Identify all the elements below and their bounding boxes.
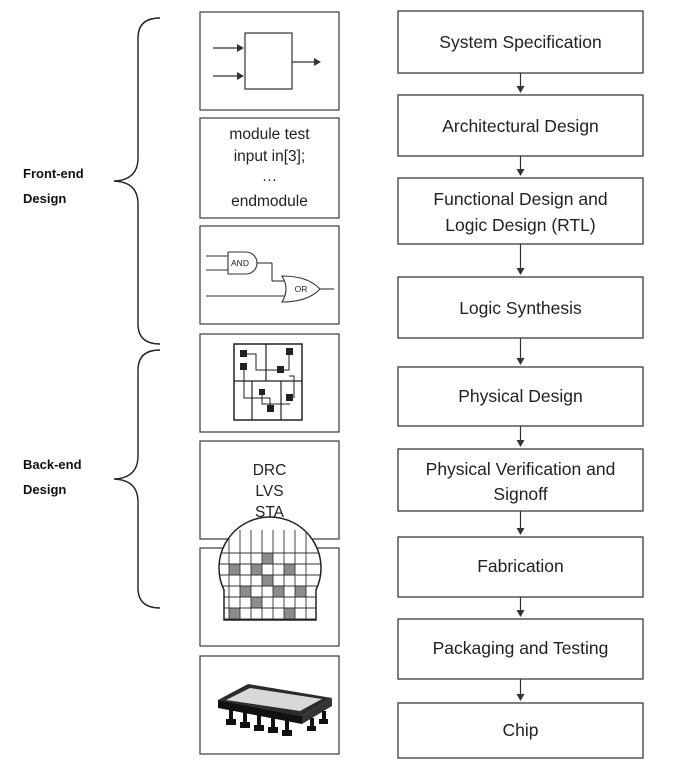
block-diagram-icon <box>199 11 340 111</box>
step-label: System Specification <box>439 32 601 52</box>
code-icon: module test input in[3]; … endmodule <box>199 117 340 219</box>
check-line: DRC <box>253 462 287 479</box>
front-end-label: Front-end <box>23 166 84 181</box>
front-end-brace <box>113 17 161 345</box>
code-line: … <box>262 168 278 185</box>
flow-step-physical-verification: Physical Verification and Signoff <box>397 448 644 512</box>
back-end-label: Back-end <box>23 457 82 472</box>
step-label: Architectural Design <box>442 116 599 136</box>
back-end-label-line2: Design <box>23 482 66 497</box>
flow-step-fabrication: Fabrication <box>397 536 644 598</box>
code-line: module test <box>229 126 310 143</box>
flow-step-functional-logic-design: Functional Design and Logic Design (RTL) <box>397 177 644 245</box>
layout-icon <box>199 333 340 433</box>
check-line: LVS <box>255 483 283 500</box>
step-label: Physical Design <box>458 386 583 406</box>
step-label-line2: Logic Design (RTL) <box>445 215 595 235</box>
step-label-line2: Signoff <box>493 484 547 504</box>
step-label: Functional Design and <box>433 189 607 209</box>
step-label: Packaging and Testing <box>433 638 609 658</box>
code-line: endmodule <box>231 193 308 210</box>
flow-step-packaging-testing: Packaging and Testing <box>397 618 644 680</box>
wafer-icon <box>199 516 340 647</box>
and-gate-label: AND <box>231 258 249 268</box>
back-end-brace <box>113 349 161 609</box>
flow-step-architectural-design: Architectural Design <box>397 94 644 157</box>
step-label: Chip <box>503 720 539 740</box>
step-label: Physical Verification and <box>426 459 616 479</box>
checks-icon: DRC LVS STA <box>199 440 340 540</box>
code-line: input in[3]; <box>234 148 306 165</box>
step-label: Logic Synthesis <box>459 298 582 318</box>
flow-step-physical-design: Physical Design <box>397 366 644 427</box>
flow-step-system-specification: System Specification <box>397 10 644 74</box>
flow-step-chip: Chip <box>397 702 644 759</box>
step-label: Fabrication <box>477 556 564 576</box>
or-gate-label: OR <box>295 284 308 294</box>
front-end-label-line2: Design <box>23 191 66 206</box>
logic-gates-icon: AND OR <box>199 225 340 325</box>
flow-step-logic-synthesis: Logic Synthesis <box>397 276 644 339</box>
chip-package-icon <box>199 655 340 755</box>
